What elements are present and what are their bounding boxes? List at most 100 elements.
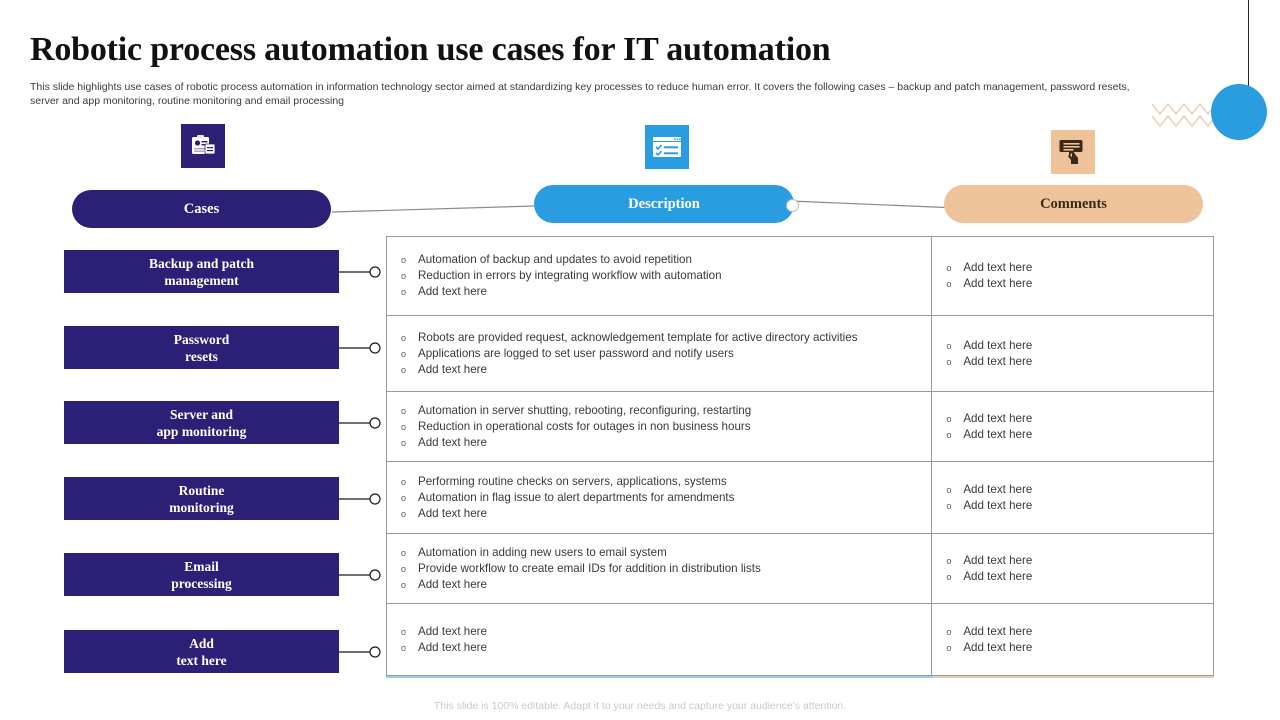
comments-bullet-item: o Add text here xyxy=(946,624,1203,640)
footer-note: This slide is 100% editable. Adapt it to… xyxy=(433,700,847,712)
description-cell[interactable]: o Automation in adding new users to email… xyxy=(387,534,933,603)
column-header-comments[interactable]: Comments xyxy=(944,185,1203,223)
description-cell[interactable]: o Automation of backup and updates to avo… xyxy=(387,237,933,315)
description-bullet-text: Robots are provided request, acknowledge… xyxy=(418,330,858,344)
comments-bullet-text: Add text here xyxy=(963,624,1033,638)
table-row: o Automation in adding new users to email… xyxy=(386,533,1214,603)
description-cell[interactable]: o Performing routine checks on servers, a… xyxy=(387,462,933,533)
bullet-icon: o xyxy=(946,413,952,424)
case-label-line1: Backup and patch xyxy=(148,255,255,271)
case-label-line2: processing xyxy=(171,575,232,591)
bullet-icon: o xyxy=(946,626,952,637)
table-row: o Robots are provided request, acknowledg… xyxy=(386,315,1214,391)
table-row: o Automation of backup and updates to avo… xyxy=(386,236,1214,315)
bullet-icon: o xyxy=(401,642,407,653)
use-case-table: o Automation of backup and updates to avo… xyxy=(386,236,1214,676)
bullet-icon: o xyxy=(946,571,952,582)
case-label-line1: Add xyxy=(189,635,214,651)
bullet-icon: o xyxy=(401,476,407,487)
bullet-icon: o xyxy=(946,642,952,653)
description-bullet-text: Automation in adding new users to email … xyxy=(418,545,667,559)
description-bullet-text: Provide workflow to create email IDs for… xyxy=(418,561,761,575)
column-header-cases[interactable]: Cases xyxy=(72,190,331,228)
description-bullet-text: Performing routine checks on servers, ap… xyxy=(418,474,727,488)
comments-bullet-text: Add text here xyxy=(963,277,1033,290)
description-bullet-item: o Performing routine checks on servers, a… xyxy=(401,474,921,490)
bullet-icon: o xyxy=(401,563,407,574)
comments-bullet-text: Add text here xyxy=(963,261,1033,274)
table-row: o Performing routine checks on servers, a… xyxy=(386,461,1214,533)
speech-bubble-hand-icon xyxy=(1051,130,1095,174)
description-bullet-item: o Robots are provided request, acknowledg… xyxy=(401,330,921,346)
bullet-icon: o xyxy=(401,579,407,590)
comments-bullet-item: o Add text here xyxy=(946,427,1203,443)
comments-bullet-text: Add text here xyxy=(963,354,1033,368)
comments-bullet-text: Add text here xyxy=(963,553,1033,567)
description-bullet-item: o Provide workflow to create email IDs fo… xyxy=(401,561,921,577)
description-bullet-item: o Add text here xyxy=(401,435,921,451)
description-column-accent xyxy=(386,676,933,678)
page-subtitle: This slide highlights use cases of robot… xyxy=(30,81,1130,107)
bullet-icon: o xyxy=(401,332,407,343)
description-bullet-item: o Automation in server shutting, rebootin… xyxy=(401,403,921,419)
comments-bullet-item: o Add text here xyxy=(946,276,1203,292)
description-bullet-text: Applications are logged to set user pass… xyxy=(418,346,734,360)
description-cell[interactable]: o Robots are provided request, acknowledg… xyxy=(387,316,933,391)
bullet-icon: o xyxy=(401,271,407,281)
case-label-line2: management xyxy=(164,272,239,288)
comments-bullet-text: Add text here xyxy=(963,427,1033,441)
description-cell[interactable]: o Automation in server shutting, rebootin… xyxy=(387,392,933,461)
case-label-line1: Routine xyxy=(178,482,225,498)
bullet-icon: o xyxy=(401,405,407,416)
bullet-icon: o xyxy=(401,626,407,637)
description-bullet-text: Reduction in errors by integrating workf… xyxy=(418,269,722,282)
comments-bullet-text: Add text here xyxy=(963,569,1033,583)
page-title: Robotic process automation use cases for… xyxy=(30,31,831,68)
table-row: o Automation in server shutting, rebootin… xyxy=(386,391,1214,461)
description-bullet-text: Automation in flag issue to alert depart… xyxy=(418,490,735,504)
comments-bullet-text: Add text here xyxy=(963,482,1033,496)
case-connector-1 xyxy=(339,266,381,278)
bullet-icon: o xyxy=(401,348,407,359)
bullet-icon: o xyxy=(401,437,407,448)
description-bullet-text: Automation of backup and updates to avoi… xyxy=(418,253,692,266)
description-bullet-text: Add text here xyxy=(418,506,487,520)
description-bullet-text: Add text here xyxy=(418,285,487,298)
connector-node xyxy=(786,199,799,212)
bullet-icon: o xyxy=(946,279,952,289)
column-header-description[interactable]: Description xyxy=(534,185,794,223)
case-label-line2: resets xyxy=(185,348,218,364)
bullet-icon: o xyxy=(946,429,952,440)
description-bullet-text: Automation in server shutting, rebooting… xyxy=(418,403,752,417)
case-label-line2: text here xyxy=(176,652,227,668)
description-bullet-text: Add text here xyxy=(418,435,487,449)
bullet-icon: o xyxy=(946,340,952,351)
column-header-cases-label: Cases xyxy=(183,200,220,217)
description-bullet-text: Add text here xyxy=(418,624,487,638)
description-bullet-text: Add text here xyxy=(418,640,487,654)
comments-column-accent xyxy=(933,676,1214,678)
